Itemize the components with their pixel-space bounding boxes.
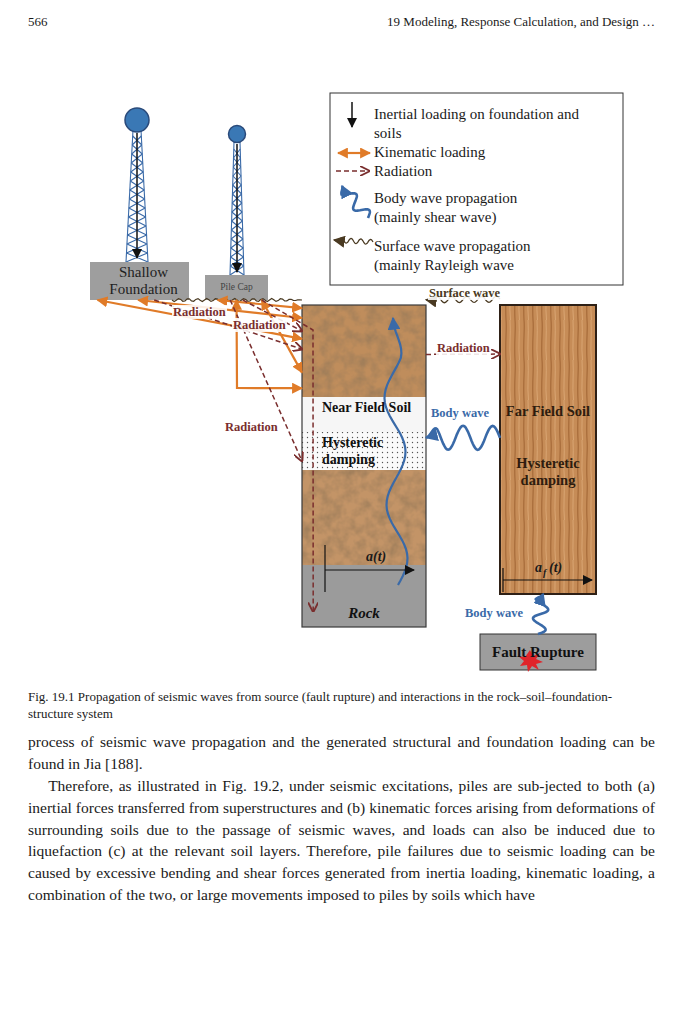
text-label: 566: [28, 14, 88, 30]
inertial-arrow: [236, 144, 238, 272]
text-label: Therefore, as illustrated in Fig. 19.2, …: [28, 775, 655, 906]
text-label: 19 Modeling, Response Calculation, and D…: [262, 14, 655, 30]
legend-body-wave-symbol: [341, 186, 370, 218]
node-box: Rock: [302, 565, 426, 627]
soil-column: Near Field SoilHysteretic damping: [302, 305, 426, 565]
connector-label: Radiation: [172, 305, 227, 319]
soil-layer: [302, 305, 426, 397]
acceleration-arrow: [325, 569, 414, 570]
tower-mass: [125, 108, 149, 132]
legend-text: Inertial loading on foundation and soils: [374, 105, 589, 142]
far-field-column: [500, 305, 596, 594]
acceleration-arrow: [503, 579, 592, 580]
figure-caption: Fig. 19.1 Propagation of seismic waves f…: [28, 688, 655, 722]
soil-column: Far Field SoilHysteretic damping: [500, 305, 596, 594]
acceleration-base: [324, 545, 325, 592]
legend-text: Radiation: [374, 162, 604, 181]
node-text: Fault Rupture: [492, 644, 584, 661]
wave-connector: [533, 594, 548, 634]
legend-inertial-symbol: [351, 102, 353, 127]
node-text: Pile Cap: [220, 282, 252, 293]
connector-label: Radiation: [224, 420, 279, 434]
tower-mass: [229, 126, 246, 143]
node-text: Shallow Foundation: [90, 264, 197, 298]
node-text: Far Field Soil: [504, 403, 592, 420]
pile-cap-block: [205, 275, 268, 300]
rock-layer: [302, 565, 426, 627]
legend-frame: [330, 93, 623, 285]
node-text: Near Field Soil: [322, 399, 422, 416]
soil-layer: [302, 397, 426, 432]
text-label: a(t): [366, 549, 416, 565]
connector-label: Body wave: [464, 606, 524, 620]
node-text: Hysteretic damping: [322, 434, 422, 468]
node-box: Fault Rupture: [480, 634, 596, 670]
radiation-connector: [154, 300, 302, 349]
kinematic-connector: [237, 300, 303, 388]
connector-label: Radiation: [436, 341, 491, 355]
node-box: Pile Cap: [205, 275, 268, 300]
connector-label: Surface wave: [428, 286, 501, 300]
text-label: (t): [549, 560, 579, 576]
legend-text: Body wave propagation (mainly shear wave…: [374, 189, 549, 226]
legend-text: Kinematic loading: [374, 143, 604, 162]
soil-column-outline: [302, 305, 426, 627]
kinematic-connector: [262, 300, 302, 373]
connector-label: Body wave: [430, 406, 490, 420]
legend-kinematic-symbol: [338, 152, 370, 154]
legend-radiation-symbol: [336, 170, 369, 172]
text-label: process of seismic wave propagation and …: [28, 731, 655, 775]
tower-structures: [126, 130, 244, 275]
inertial-arrow: [136, 133, 138, 258]
legend-surface-wave-symbol: [334, 238, 373, 244]
node-text: Hysteretic damping: [504, 455, 592, 489]
soil-texture: [302, 305, 426, 397]
node-box: Shallow Foundation: [90, 262, 197, 300]
legend-text: Surface wave propagation (mainly Rayleig…: [374, 237, 579, 274]
connector-label: Radiation: [232, 318, 287, 332]
radiation-connector: [262, 300, 314, 612]
body-wave-up: [385, 318, 408, 585]
acceleration-base: [502, 568, 503, 592]
wave-connector: [426, 426, 500, 450]
fault-block: [480, 634, 596, 670]
node-text: Rock: [348, 605, 380, 622]
radiation-connector: [230, 300, 302, 461]
soil-layer: [302, 432, 426, 470]
